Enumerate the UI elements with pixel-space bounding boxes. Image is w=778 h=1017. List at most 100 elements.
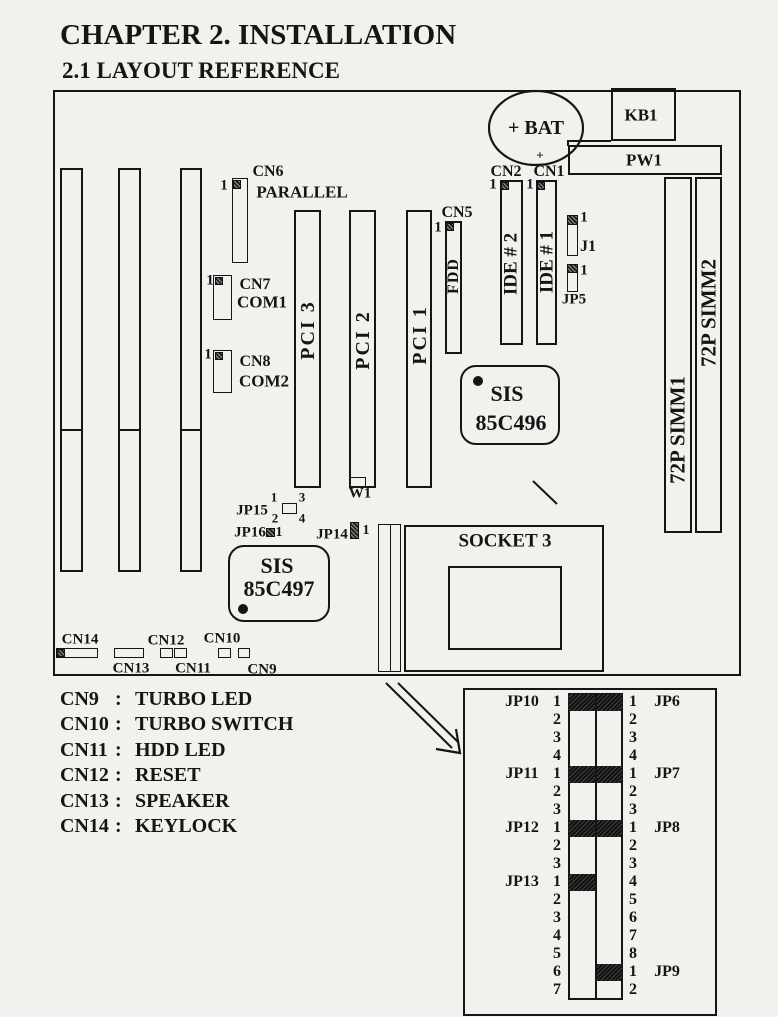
legend-desc: HDD LED [135,738,226,761]
pin-number-jp8-4: 4 [629,873,637,890]
jumper-cap-jp9 [597,964,622,981]
pin-number-jp10-2: 2 [553,711,561,728]
front-panel-legend: CN9:TURBO LED CN10:TURBO SWITCH CN11:HDD… [60,687,293,839]
legend-separator: : [115,738,122,761]
sis-85c497-chip [228,545,330,622]
j1-label: J1 [580,238,596,255]
jp15-pin-3: 3 [298,489,306,505]
cn6-label: CN6 [252,163,284,180]
legend-separator: : [115,688,122,710]
cn12-label: CN12 [147,632,185,649]
legend-item: CN10:TURBO SWITCH [60,712,293,737]
pin-number-jp8-5: 5 [629,891,637,908]
jp14-label: JP14 [316,526,348,543]
pin-number-jp9-2: 2 [629,981,637,998]
pin-number-jp7-3: 3 [629,801,637,818]
cn7-connector [213,275,232,320]
pin-number-jp8-8: 8 [629,945,637,962]
legend-id: CN12 [60,764,109,787]
fdd-connector [445,221,462,354]
cn1-pin1-marker [537,182,545,190]
pin-number-jp11-2: 2 [553,783,561,800]
legend-id: CN13 [60,789,109,812]
jumper-cap-jp11 [569,766,595,783]
chapter-title: CHAPTER 2. INSTALLATION [60,19,457,51]
legend-desc: SPEAKER [135,789,230,812]
pin-number-jp8-3: 3 [629,855,637,872]
cn11-label: CN11 [175,660,211,677]
pin-number-jp12-3: 3 [553,855,561,872]
sis-85c496-chip [460,365,560,445]
cn8-label: CN8 [239,353,271,370]
kb1-connector [611,88,676,141]
jp15-label: JP15 [236,502,268,519]
simm1-slot [664,177,692,533]
pin-number-jp13-2: 2 [553,891,561,908]
pin-number-jp8-1: 1 [629,819,637,836]
legend-desc: RESET [135,764,201,787]
simm1-label: 72P SIMM1 [665,376,690,484]
isa-slot-1-upper [60,168,83,431]
pin-number-jp13-1: 1 [553,873,561,890]
legend-item: CN14:KEYLOCK [60,814,293,839]
pin-number-jp11-1: 1 [553,765,561,782]
legend-separator: : [115,764,122,787]
legend-id: CN9 [60,688,99,710]
jumper-block-divider [595,693,597,1000]
cn8-pin1-label: 1 [204,346,212,363]
cn10-connector [218,648,231,658]
pin-number-jp6-2: 2 [629,711,637,728]
cn1-label: CN1 [533,163,565,180]
pin-number-jp13-5: 5 [553,945,561,962]
pci-slot-1-label: PCI 1 [409,305,431,365]
ide1-connector [536,180,557,345]
battery-label: + BAT [507,117,565,139]
cn7-pin1-label: 1 [206,272,214,289]
cpu-socket-core [448,566,562,650]
cn2-pin1-marker [501,182,509,190]
jumper-label-jp12: JP12 [505,819,539,836]
legend-separator: : [115,713,122,736]
simm2-slot [695,177,722,533]
cn2-pin1-label: 1 [489,176,497,193]
cn14-label: CN14 [61,631,99,648]
legend-item: CN12: RESET [60,763,293,788]
pin-number-jp13-7: 7 [553,981,561,998]
jp5-pin1-label: 1 [580,262,588,279]
jp15-pin-4: 4 [298,510,306,526]
cn12-connector [160,648,173,658]
pin-number-jp13-4: 4 [553,927,561,944]
cn11-connector [174,648,187,658]
w1-label: W1 [348,485,372,502]
cn6-pin1-label: 1 [220,177,228,194]
cn8-connector [213,350,232,393]
pin-number-jp8-7: 7 [629,927,637,944]
pointer-arrow-head [435,728,462,755]
sis-85c496-model: 85C496 [475,410,547,435]
jp14-jumper [350,522,359,539]
cn6-connector [232,178,248,263]
jp15-jumper [282,503,297,514]
isa-slot-2-lower [118,429,141,572]
pin-number-jp6-1: 1 [629,693,637,710]
pin-number-jp13-3: 3 [553,909,561,926]
cn9-label: CN9 [247,661,277,678]
cn5-label: CN5 [441,204,473,221]
pci-slot-2 [349,210,376,488]
com1-label: COM1 [236,292,288,312]
pin-number-jp10-1: 1 [553,693,561,710]
jumper-label-jp9: JP9 [654,963,680,980]
jp14-pin1-label: 1 [362,523,370,538]
battery-polarity-mark: + [536,147,544,163]
ide2-label: IDE # 2 [500,232,522,296]
pin-number-jp7-2: 2 [629,783,637,800]
legend-item: CN11: HDD LED [60,738,293,763]
jumper-label-jp8: JP8 [654,819,680,836]
jp16-label: JP16 [234,524,266,541]
jp5-pin1-marker [567,264,578,273]
pin-number-jp12-1: 1 [553,819,561,836]
jumper-label-jp6: JP6 [654,693,680,710]
jp16-jumper [266,528,275,537]
legend-id: CN11 [60,738,108,761]
cn1-pin1-label: 1 [526,176,534,193]
